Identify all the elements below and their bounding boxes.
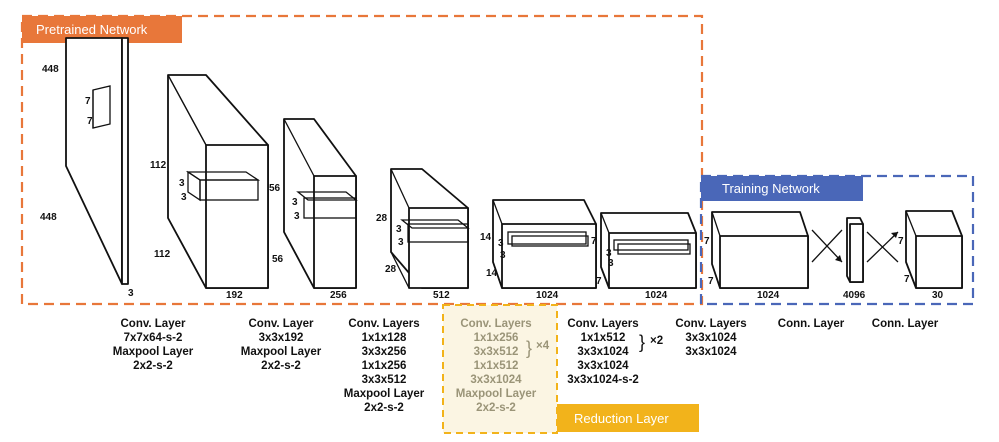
block1-kernel-h-label: 3	[179, 178, 185, 189]
caption-5-brace: }	[639, 332, 645, 352]
caption-1-line: Conv. Layer	[121, 318, 186, 330]
fc-layer-bar	[846, 217, 864, 283]
caption-1-line: Maxpool Layer	[113, 346, 194, 358]
caption-2-line: 3x3x192	[259, 332, 304, 344]
block3-kernel-h-label: 3	[396, 224, 402, 235]
reduction-layer-label: Reduction Layer	[574, 411, 669, 426]
block2-kernel-h-label: 3	[292, 197, 298, 208]
pretrained-network-label: Pretrained Network	[36, 22, 148, 37]
block3-height-label: 28	[376, 213, 388, 224]
caption-4-line: 1x1x512	[474, 360, 519, 372]
conv-block-4	[492, 199, 597, 289]
output-block	[905, 210, 963, 289]
caption-4-repeat: ×4	[536, 340, 550, 352]
block6-depth-label: 1024	[757, 290, 780, 301]
caption-6-line: 3x3x1024	[685, 332, 737, 344]
block5-width-label: 7	[596, 276, 602, 287]
fc-depth-label: 4096	[843, 290, 866, 301]
caption-4-line: 2x2-s-2	[476, 402, 516, 414]
conv-block-6	[711, 211, 809, 289]
caption-5-repeat: ×2	[650, 335, 663, 347]
block1-kernel-w-label: 3	[181, 192, 187, 203]
block4-height-label: 14	[480, 232, 492, 243]
input-height-label: 448	[42, 64, 59, 75]
training-network-tag	[701, 176, 863, 201]
caption-3-line: 2x2-s-2	[364, 402, 404, 414]
caption-4: Conv. Layers 1x1x256 3x3x512 1x1x512 3x3…	[456, 318, 537, 414]
caption-6-line: 3x3x1024	[685, 346, 737, 358]
caption-2-line: Maxpool Layer	[241, 346, 322, 358]
block3-depth-label: 512	[433, 290, 450, 301]
caption-3-line: Maxpool Layer	[344, 388, 425, 400]
training-network-label: Training Network	[722, 181, 820, 196]
reduction-layer-tag	[557, 404, 699, 432]
output-width-label: 7	[904, 274, 910, 285]
caption-3-line: 1x1x256	[362, 360, 407, 372]
caption-5: Conv. Layers 1x1x512 3x3x1024 3x3x1024 3…	[567, 318, 639, 386]
input-depth-label: 3	[128, 288, 134, 299]
pretrained-network-frame	[20, 14, 704, 306]
caption-4-line: Conv. Layers	[460, 318, 531, 330]
caption-8: Conn. Layer	[872, 318, 939, 330]
input-image-block	[65, 37, 129, 285]
caption-4-line: 3x3x1024	[470, 374, 522, 386]
block5-kernel-w-label: 3	[608, 258, 614, 269]
output-depth-label: 30	[932, 290, 944, 301]
conv-block-3	[390, 168, 470, 289]
block5-depth-label: 1024	[645, 290, 668, 301]
caption-4-brace: }	[526, 338, 532, 358]
caption-5-line: Conv. Layers	[567, 318, 638, 330]
caption-5-line: 3x3x1024	[577, 360, 629, 372]
caption-7: Conn. Layer	[778, 318, 845, 330]
connection-arrow-1	[811, 229, 843, 263]
output-height-label: 7	[898, 236, 904, 247]
caption-6: Conv. Layers 3x3x1024 3x3x1024	[675, 318, 746, 358]
block1-height-label: 112	[150, 160, 167, 171]
caption-1-line: 7x7x64-s-2	[124, 332, 183, 344]
block1-width-label: 112	[154, 249, 171, 260]
block4-width-label: 14	[486, 268, 498, 279]
block6-height-label: 7	[704, 236, 710, 247]
input-kernel-h-label: 7	[85, 96, 91, 107]
conv-block-1	[167, 74, 269, 289]
caption-1-line: 2x2-s-2	[133, 360, 173, 372]
connection-arrow-2	[866, 231, 899, 263]
caption-4-line: Maxpool Layer	[456, 388, 537, 400]
caption-6-line: Conv. Layers	[675, 318, 746, 330]
caption-2: Conv. Layer 3x3x192 Maxpool Layer 2x2-s-…	[241, 318, 322, 372]
caption-3: Conv. Layers 1x1x128 3x3x256 1x1x256 3x3…	[344, 318, 425, 414]
block5-kernel-h-label: 3	[606, 248, 612, 259]
block3-width-label: 28	[385, 264, 397, 275]
caption-5-line: 3x3x1024	[577, 346, 629, 358]
block5-height-label: 7	[591, 236, 597, 247]
reduction-layer-frame	[442, 304, 558, 434]
block3-kernel-w-label: 3	[398, 237, 404, 248]
block2-kernel-w-label: 3	[294, 211, 300, 222]
caption-2-line: Conv. Layer	[249, 318, 314, 330]
caption-3-line: 1x1x128	[362, 332, 407, 344]
caption-2-line: 2x2-s-2	[261, 360, 301, 372]
block4-kernel-h-label: 3	[498, 238, 504, 249]
caption-5-line: 3x3x1024-s-2	[567, 374, 639, 386]
block4-kernel-w-label: 3	[500, 250, 506, 261]
block1-depth-label: 192	[226, 290, 243, 301]
caption-5-line: 1x1x512	[581, 332, 626, 344]
conv-block-5	[600, 212, 697, 289]
caption-3-line: 3x3x512	[362, 374, 407, 386]
block2-depth-label: 256	[330, 290, 347, 301]
caption-3-line: Conv. Layers	[348, 318, 419, 330]
caption-1: Conv. Layer 7x7x64-s-2 Maxpool Layer 2x2…	[113, 318, 194, 372]
input-width-label: 448	[40, 212, 57, 223]
block4-depth-label: 1024	[536, 290, 559, 301]
caption-4-line: 1x1x256	[474, 332, 519, 344]
caption-3-line: 3x3x256	[362, 346, 407, 358]
block2-width-label: 56	[272, 254, 284, 265]
caption-4-line: 3x3x512	[474, 346, 519, 358]
block6-width-label: 7	[708, 276, 714, 287]
block2-height-label: 56	[269, 183, 281, 194]
conv-block-2	[283, 118, 358, 289]
input-kernel-w-label: 7	[87, 116, 93, 127]
